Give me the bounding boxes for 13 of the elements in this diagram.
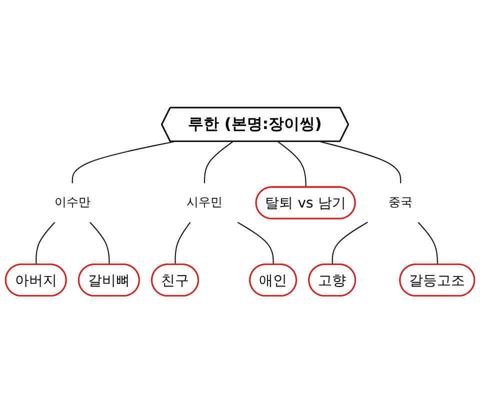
connector <box>278 140 306 188</box>
node-text: 시우민 <box>186 195 222 210</box>
connector <box>204 140 234 184</box>
connector <box>90 222 110 264</box>
node-text: 이수만 <box>54 195 90 210</box>
connector <box>418 222 438 264</box>
connector <box>332 222 368 264</box>
connector <box>237 222 274 264</box>
node-text: 중국 <box>388 195 413 210</box>
connector <box>174 222 191 264</box>
connector <box>320 140 402 184</box>
connector <box>72 140 174 184</box>
connector <box>36 222 56 264</box>
